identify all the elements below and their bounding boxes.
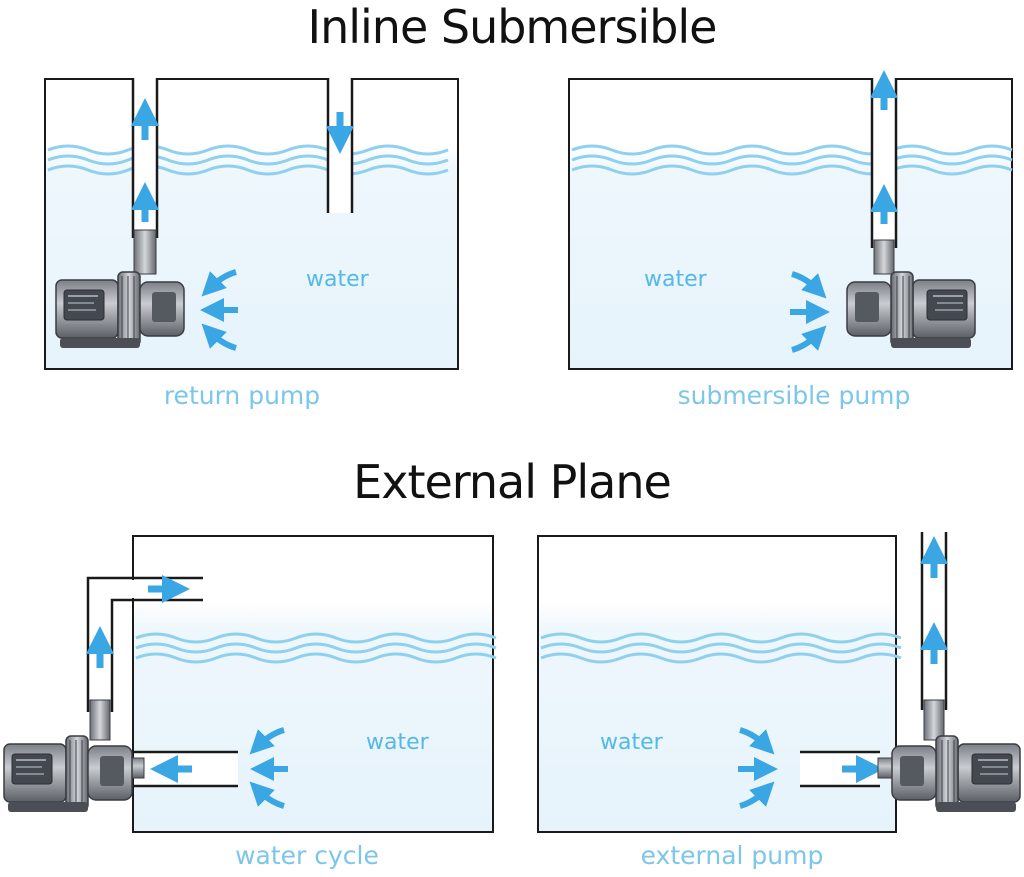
water-cycle-pump-unit [3,735,133,813]
inflow-arrows-4 [738,727,778,809]
outlet-nozzle-3 [89,699,111,741]
return-pipe-in [326,78,354,213]
water-label-panel-3: water [366,730,429,755]
waves-panel-3 [135,632,497,664]
section-title-external-plane: External Plane [353,455,672,509]
inflow-arrows-3 [249,727,288,809]
waves-panel-1 [47,144,449,176]
water-label-panel-4: water [600,730,663,755]
caption-return-pump: return pump [163,381,321,410]
caption-external-pump: external pump [640,841,824,870]
submersible-pump-unit [846,271,976,349]
return-pump-unit [55,271,185,349]
caption-submersible-pump: submersible pump [677,381,911,410]
waves-panel-2 [571,144,1013,176]
section-title-inline-submersible: Inline Submersible [307,0,718,54]
external-pump-unit [891,735,1021,813]
outlet-nozzle-2 [873,239,895,275]
water-label-panel-2: water [644,267,707,292]
inflow-arrows-1 [200,269,238,351]
caption-water-cycle: water cycle [235,841,379,870]
inflow-arrows-2 [790,271,830,353]
waves-panel-4 [540,632,902,664]
outlet-nozzle-4 [923,699,945,741]
outlet-nozzle-1 [133,229,157,275]
water-label-panel-1: water [306,267,369,292]
